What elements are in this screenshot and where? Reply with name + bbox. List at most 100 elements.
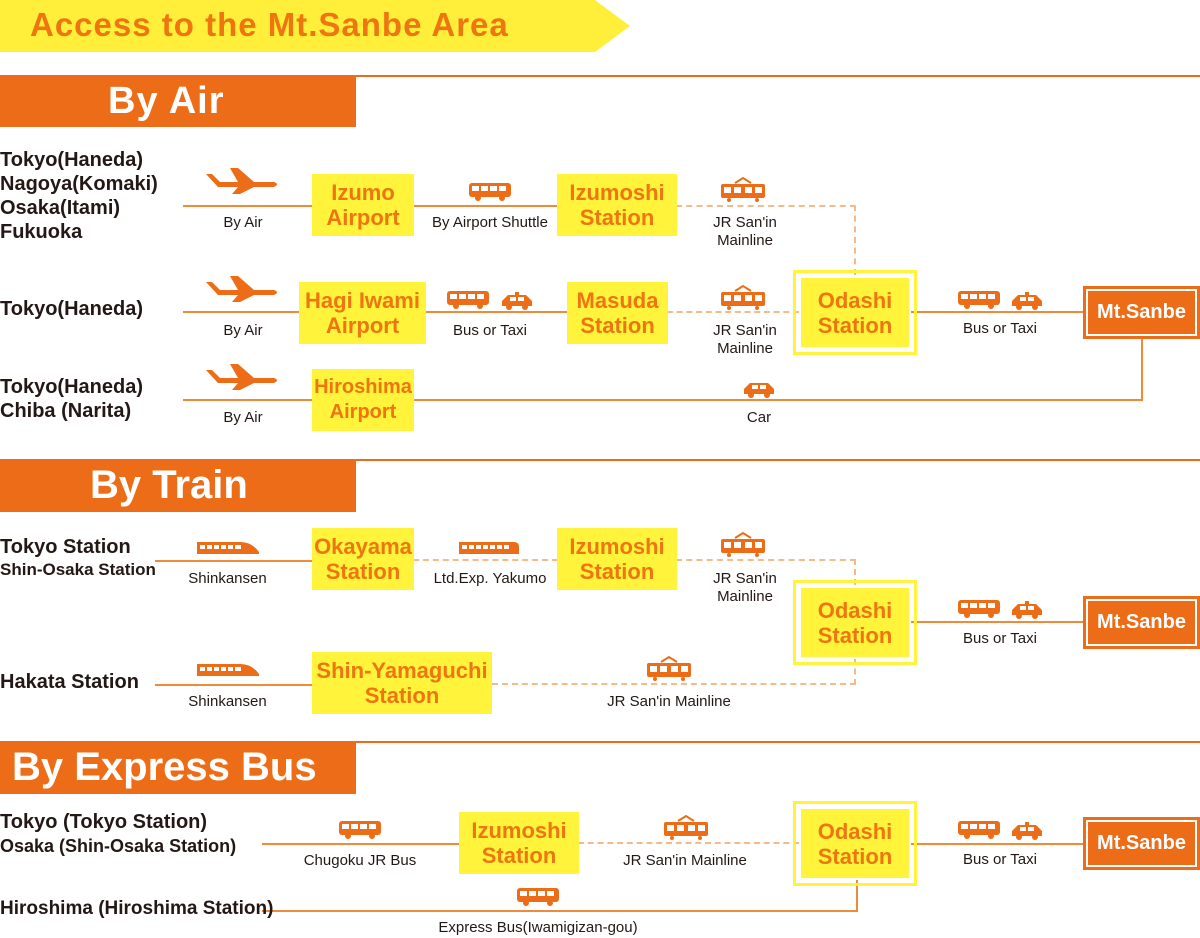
route-line (183, 399, 313, 401)
train-icon (721, 531, 765, 557)
mode-label-line: Mainline (717, 340, 773, 357)
mode-label: Bus or Taxi (963, 320, 1037, 337)
origin-list: Hiroshima (Hiroshima Station) (0, 897, 273, 921)
route-line (911, 311, 1086, 313)
rail-line (578, 842, 799, 844)
mode-label: JR San'in Mainline (695, 322, 795, 358)
origin-name: Tokyo(Haneda) (0, 376, 143, 398)
rail-line (413, 559, 558, 561)
taxi-icon (1012, 292, 1042, 310)
station-box: Hiroshima Airport (312, 369, 414, 431)
station-box: Izumoshi Station (459, 812, 579, 874)
mode-label: JR San'in Mainline (695, 214, 795, 250)
plane-icon (206, 364, 277, 390)
station-label: Station (580, 313, 655, 338)
section-divider (0, 459, 1200, 461)
section-heading-air: By Air (0, 75, 356, 127)
station-label: Hagi Iwami (305, 288, 420, 313)
station-label: Airport (326, 205, 400, 230)
mode-label-line: Mainline (717, 588, 773, 605)
station-label: Izumoshi (569, 180, 665, 205)
title-banner (0, 0, 630, 52)
station-label: Station (325, 559, 401, 584)
station-label: Station (481, 843, 557, 868)
bus-icon (339, 821, 381, 839)
mode-label: By Airport Shuttle (432, 214, 548, 231)
origin-name: Nagoya(Komaki) (0, 173, 158, 195)
origin-name: Tokyo(Haneda) (0, 298, 143, 320)
station-label: Station (817, 843, 893, 869)
origin-name: Chiba (Narita) (0, 400, 132, 422)
mode-label: Bus or Taxi (963, 630, 1037, 647)
origin-list: Hakata Station (0, 670, 139, 694)
rail-line (676, 205, 856, 207)
mode-label: By Air (223, 409, 263, 426)
station-label: Izumo (331, 180, 395, 205)
bus-icon (958, 821, 1000, 839)
shinkansen-icon (197, 664, 259, 676)
origin-list: Tokyo(Haneda) Nagoya(Komaki) Osaka(Itami… (0, 148, 158, 244)
bus-icon (469, 183, 511, 201)
station-label: Okayama (314, 534, 412, 559)
station-box: Masuda Station (567, 282, 668, 344)
station-label: Station (579, 205, 655, 230)
mode-label: Bus or Taxi (963, 851, 1037, 868)
plane-icon (206, 276, 277, 302)
section-heading-bus: By Express Bus (0, 741, 356, 794)
origin-name: Shin-Osaka Station (0, 560, 156, 579)
train-icon (721, 176, 765, 202)
taxi-icon (502, 292, 532, 310)
taxi-icon (1012, 822, 1042, 840)
train-icon (647, 655, 691, 681)
route-line (911, 843, 1086, 845)
origin-name: Tokyo (Tokyo Station) (0, 811, 208, 833)
bus-icon (958, 291, 1000, 309)
station-label: Airport (329, 401, 397, 423)
station-box: Hagi Iwami Airport (299, 282, 426, 344)
origin-name: Tokyo Station (0, 536, 131, 558)
station-label: Izumoshi (471, 818, 567, 843)
origin-list: Tokyo (Tokyo Station) Osaka (Shin-Osaka … (0, 810, 236, 858)
mode-label: JR San'in Mainline (623, 852, 747, 869)
mode-label: Shinkansen (188, 570, 267, 587)
rail-line (676, 559, 856, 561)
station-label: Station (364, 683, 440, 708)
odashi-station-box: Odashi Station (793, 580, 917, 665)
destination-box: Mt.Sanbe (1083, 596, 1200, 649)
origin-list: Tokyo(Haneda) Chiba (Narita) (0, 375, 143, 423)
route-line (262, 843, 460, 845)
mode-label-line: JR San'in (713, 570, 777, 587)
bus-icon (517, 888, 559, 906)
origin-list: Tokyo Station Shin-Osaka Station (0, 535, 156, 581)
mode-label: By Air (223, 322, 263, 339)
mode-label: JR San'in Mainline (695, 570, 795, 606)
rail-line (854, 658, 856, 685)
station-label: Shin-Yamaguchi (316, 658, 488, 683)
origin-name: Tokyo(Haneda) (0, 149, 143, 171)
mode-label: By Air (223, 214, 263, 231)
route-line (155, 684, 315, 686)
origin-name: Osaka(Itami) (0, 197, 121, 219)
route-line (155, 560, 313, 562)
page-title: Access to the Mt.Sanbe Area (30, 6, 509, 43)
route-line (856, 880, 858, 912)
shinkansen-icon (197, 542, 259, 554)
mode-label: Ltd.Exp. Yakumo (433, 570, 547, 587)
station-label: Odashi (817, 597, 893, 623)
route-line (911, 621, 1086, 623)
station-box: Shin-Yamaguchi Station (312, 652, 492, 714)
rail-line (854, 559, 856, 585)
station-label: Airport (325, 313, 400, 338)
station-box: Okayama Station (312, 528, 414, 590)
odashi-station-box: Odashi Station (793, 270, 917, 355)
route-line (1141, 338, 1143, 401)
route-line (413, 399, 1143, 401)
station-label: Masuda (576, 288, 659, 313)
mode-label: Shinkansen (188, 693, 267, 710)
route-line (262, 910, 858, 912)
station-box: Izumo Airport (312, 174, 414, 236)
train-icon (664, 814, 708, 840)
station-label: Station (579, 559, 655, 584)
rail-line (492, 683, 856, 685)
section-divider (0, 741, 1200, 743)
